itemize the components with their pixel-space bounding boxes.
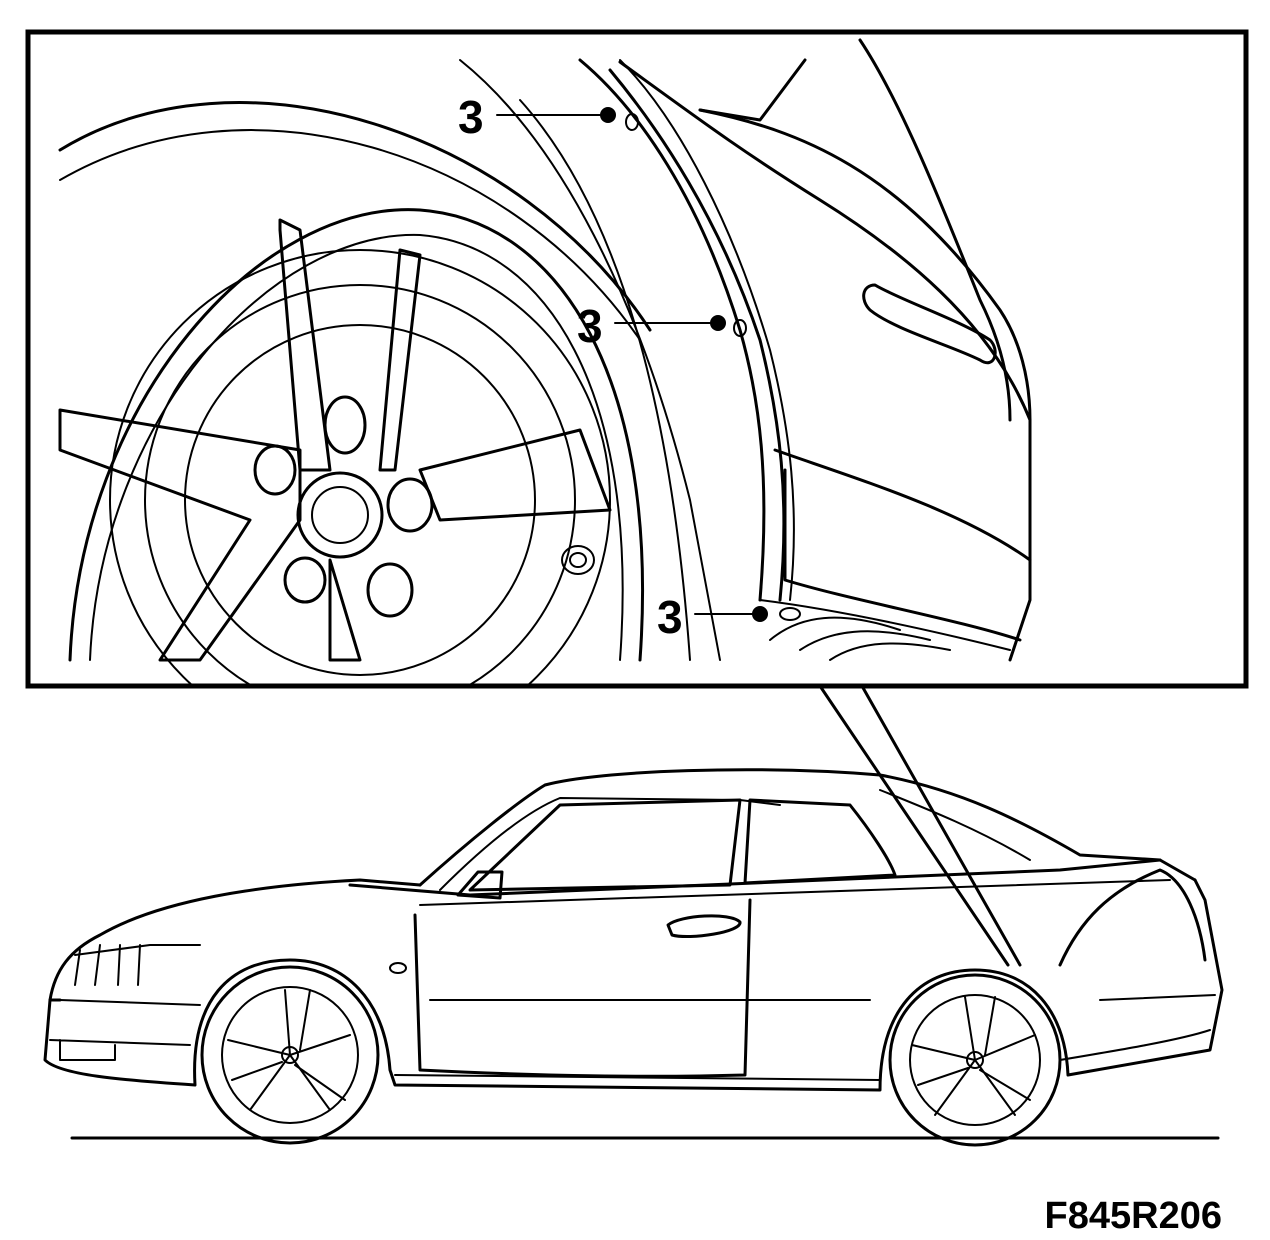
leader-dot [752, 606, 768, 622]
wheel [58, 208, 645, 684]
figure-code: F845R206 [1045, 1195, 1222, 1237]
clip-lower [779, 607, 801, 621]
callout-label: 3 [577, 300, 603, 352]
callout-label: 3 [458, 91, 484, 143]
side-mirror [456, 870, 504, 900]
detail-frame [25, 29, 1249, 689]
callout-middle: 3 [577, 300, 726, 352]
callout-lower: 3 [657, 591, 768, 643]
front-wheel [200, 965, 380, 1145]
door [413, 898, 752, 1078]
wheel-arch-liner [578, 58, 795, 602]
door-handle [666, 914, 742, 939]
rear-wheel [888, 973, 1062, 1147]
leader-dot [710, 315, 726, 331]
callout-label: 3 [657, 591, 683, 643]
rear-bumper [618, 38, 1032, 662]
zoom-pointer [818, 684, 1022, 967]
clip-upper [625, 113, 639, 131]
leader-dot [600, 107, 616, 123]
clip-middle [733, 319, 747, 337]
car-side-view [43, 768, 1224, 1147]
detail-inset [25, 29, 1249, 689]
callout-upper: 3 [458, 91, 616, 143]
door-window [468, 798, 742, 892]
detail-drawing [58, 38, 1032, 684]
rear-window [743, 798, 897, 885]
